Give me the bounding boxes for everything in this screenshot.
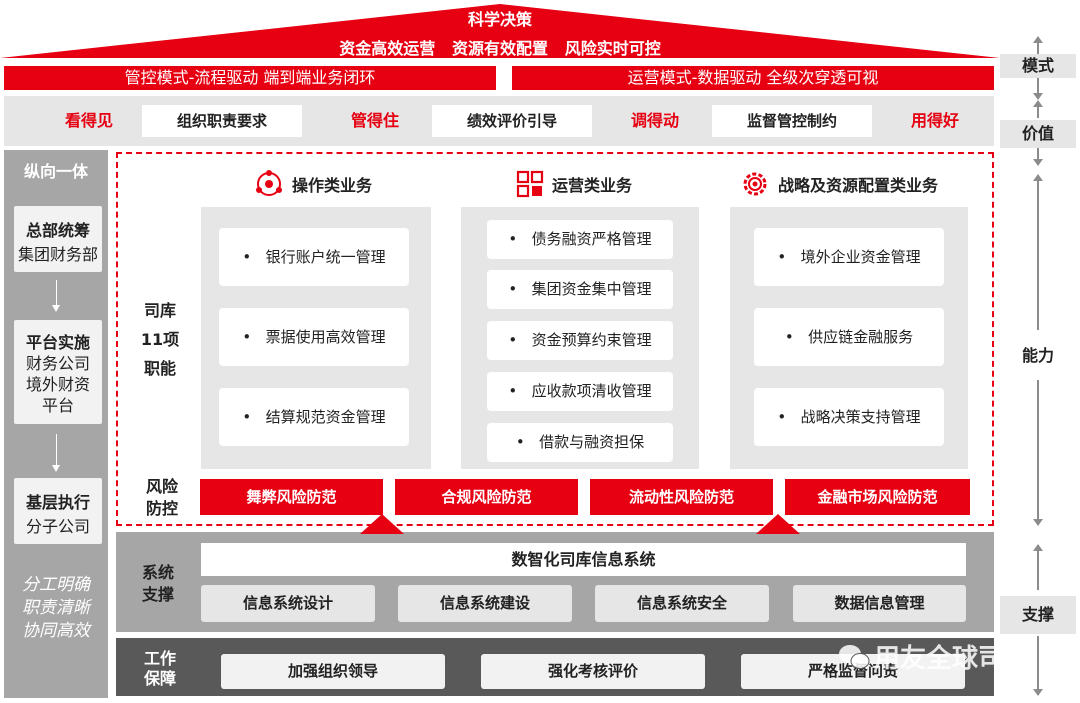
arrow-down-icon bbox=[52, 434, 60, 472]
list-item: • 应收款项清收管理 bbox=[487, 372, 673, 411]
slogan-line: 职责清晰 bbox=[22, 598, 90, 618]
level-title: 总部统筹 bbox=[25, 221, 90, 240]
risk-fraud: 舞弊风险防范 bbox=[200, 479, 383, 515]
axis-label-value: 价值 bbox=[1000, 120, 1076, 148]
label-line: 保障 bbox=[143, 669, 176, 688]
sys-item-design: 信息系统设计 bbox=[201, 585, 375, 622]
roof-shape bbox=[0, 4, 1000, 58]
left-slogan: 分工明确 职责清晰 协同高效 bbox=[4, 574, 108, 643]
work-guarantee-label: 工作 保障 bbox=[132, 649, 188, 689]
value-box-org: 组织职责要求 bbox=[142, 105, 302, 137]
column-head-operating: 运营类业务 bbox=[516, 166, 632, 202]
up-arrow-icon bbox=[360, 514, 404, 534]
model-bar-control: 管控模式-流程驱动 端到端业务闭环 bbox=[4, 66, 496, 90]
capability-area bbox=[116, 152, 994, 526]
sys-item-security: 信息系统安全 bbox=[595, 585, 769, 622]
column-head-strategy: 战略及资源配置类业务 bbox=[740, 166, 938, 202]
level-line: 平台 bbox=[41, 396, 74, 415]
system-title: 数智化司库信息系统 bbox=[201, 543, 966, 576]
level-line: 集团财务部 bbox=[17, 245, 98, 264]
model-bar-operation: 运营模式-数据驱动 全级次穿透可视 bbox=[512, 66, 994, 90]
axis-line bbox=[1033, 148, 1043, 166]
list-item: • 借款与融资担保 bbox=[487, 423, 673, 462]
column-title: 战略及资源配置类业务 bbox=[778, 176, 939, 195]
work-item-assessment: 强化考核评价 bbox=[481, 654, 705, 689]
list-item: • 境外企业资金管理 bbox=[754, 228, 944, 286]
axis-line bbox=[1033, 380, 1043, 526]
list-item: • 集团资金集中管理 bbox=[487, 270, 673, 309]
label-line: 工作 bbox=[143, 649, 176, 668]
work-item-accountability: 严格监督问责 bbox=[741, 654, 965, 689]
value-mobilized: 调得动 bbox=[630, 111, 679, 130]
risk-liquidity: 流动性风险防范 bbox=[590, 479, 773, 515]
value-row: 看得见 组织职责要求 管得住 绩效评价引导 调得动 监督管控制约 用得好 bbox=[4, 96, 994, 146]
label-line: 支撑 bbox=[141, 585, 174, 604]
wechat-icon bbox=[839, 644, 870, 669]
list-item: • 债务融资严格管理 bbox=[487, 220, 673, 259]
up-arrows bbox=[360, 514, 800, 534]
column-head-operation: 操作类业务 bbox=[254, 166, 372, 202]
axis-label-support: 支撑 bbox=[1000, 596, 1076, 634]
arrow-down-icon bbox=[52, 280, 60, 312]
value-controlled: 管得住 bbox=[350, 111, 399, 130]
level-title: 基层执行 bbox=[25, 493, 90, 512]
grid-icon bbox=[516, 170, 544, 198]
capability-label: 司库 11项 职能 bbox=[130, 296, 190, 383]
watermark-text: 用友全球司库 bbox=[874, 644, 1031, 674]
left-level-platform: 平台实施 财务公司 境外财资 平台 bbox=[14, 320, 102, 424]
left-level-base: 基层执行 分子公司 bbox=[14, 478, 102, 544]
sys-item-build: 信息系统建设 bbox=[398, 585, 572, 622]
left-top-title: 纵向一体 bbox=[23, 162, 88, 181]
level-line: 财务公司 bbox=[25, 354, 90, 373]
left-level-hq: 总部统筹 集团财务部 bbox=[14, 206, 102, 272]
roof-goals: 资金高效运营 资源有效配置 风险实时可控 bbox=[339, 39, 661, 58]
label-line: 职能 bbox=[143, 359, 176, 378]
slogan-line: 协同高效 bbox=[22, 621, 90, 641]
axis-line bbox=[1033, 36, 1043, 56]
axis-line bbox=[1033, 100, 1043, 118]
axis-label-mode: 模式 bbox=[1000, 54, 1076, 78]
axis-line bbox=[1033, 174, 1043, 330]
list-item: • 供应链金融服务 bbox=[754, 308, 944, 366]
slogan-line: 分工明确 bbox=[22, 575, 90, 595]
system-support-label: 系统 支撑 bbox=[130, 562, 186, 606]
level-line: 分子公司 bbox=[25, 517, 90, 536]
column-title: 运营类业务 bbox=[552, 176, 633, 195]
value-box-perf: 绩效评价引导 bbox=[432, 105, 592, 137]
value-usable: 用得好 bbox=[910, 111, 959, 130]
value-box-supervise: 监督管控制约 bbox=[712, 105, 872, 137]
gear-icon bbox=[743, 172, 767, 196]
roof: 科学决策 资金高效运营 资源有效配置 风险实时可控 bbox=[0, 0, 1000, 62]
value-visible: 看得见 bbox=[64, 111, 113, 130]
label-line: 司库 bbox=[143, 301, 176, 320]
axis-line bbox=[1033, 78, 1043, 100]
label-line: 系统 bbox=[141, 563, 174, 582]
label-line: 风险 bbox=[145, 477, 178, 496]
level-title: 平台实施 bbox=[25, 333, 90, 352]
list-item: • 资金预算约束管理 bbox=[487, 321, 673, 360]
axis-line bbox=[1033, 636, 1043, 696]
list-item: • 银行账户统一管理 bbox=[219, 228, 409, 286]
watermark: 用友全球司库 bbox=[838, 638, 1030, 675]
operation-icon bbox=[256, 170, 282, 196]
list-item: • 结算规范资金管理 bbox=[219, 388, 409, 446]
sys-item-data: 数据信息管理 bbox=[793, 585, 966, 622]
risk-market: 金融市场风险防范 bbox=[785, 479, 970, 515]
risk-compliance: 合规风险防范 bbox=[395, 479, 578, 515]
label-line: 防控 bbox=[145, 499, 178, 518]
level-line: 境外财资 bbox=[25, 375, 90, 394]
roof-title: 科学决策 bbox=[467, 10, 532, 29]
list-item: • 票据使用高效管理 bbox=[219, 308, 409, 366]
up-arrow-icon bbox=[756, 514, 800, 534]
column-title: 操作类业务 bbox=[292, 176, 373, 195]
axis-label-capability: 能力 bbox=[1021, 346, 1054, 365]
work-item-leadership: 加强组织领导 bbox=[221, 654, 445, 689]
axis-line bbox=[1033, 544, 1043, 590]
risk-label: 风险 防控 bbox=[132, 476, 192, 520]
left-column: 纵向一体 总部统筹 集团财务部 平台实施 财务公司 境外财资 平台 基层执行 分… bbox=[4, 150, 108, 698]
list-item: • 战略决策支持管理 bbox=[754, 388, 944, 446]
label-line: 11项 bbox=[140, 330, 180, 349]
